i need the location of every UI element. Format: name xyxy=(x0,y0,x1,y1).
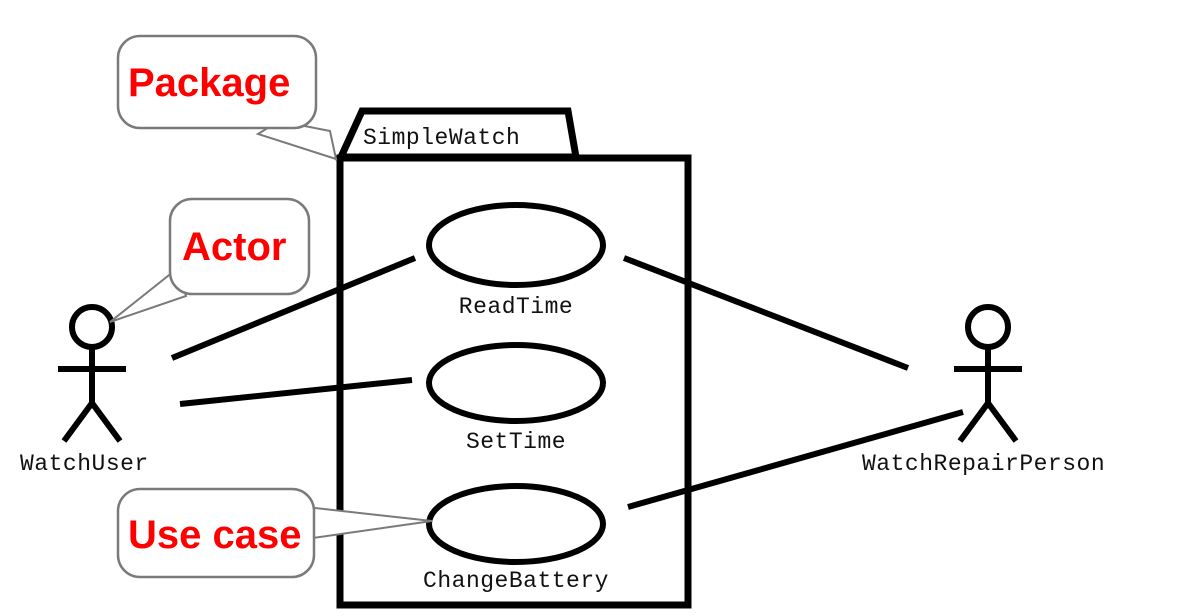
actor-watch-user[interactable]: WatchUser xyxy=(20,304,149,477)
actor-label: WatchRepairPerson xyxy=(862,451,1105,477)
actor-leg-right xyxy=(89,401,123,443)
use-case-change-battery[interactable]: ChangeBattery xyxy=(423,483,609,594)
callout-tail xyxy=(305,505,433,541)
callout-label: Package xyxy=(128,61,290,105)
association-lines xyxy=(170,255,964,510)
actor-leg-left xyxy=(957,401,991,443)
actor-leg-right xyxy=(985,401,1019,443)
use-case-ellipse xyxy=(426,342,606,424)
association-readtime-watchrepairperson[interactable] xyxy=(622,255,910,371)
use-case-set-time[interactable]: SetTime xyxy=(426,342,606,455)
use-case-ellipse xyxy=(426,202,606,288)
callout-label: Use case xyxy=(128,513,301,557)
actor-head xyxy=(965,304,1011,350)
association-watchuser-settime[interactable] xyxy=(179,377,413,407)
package-name-label: SimpleWatch xyxy=(363,125,520,151)
use-case-read-time[interactable]: ReadTime xyxy=(426,202,606,320)
use-case-ellipse xyxy=(426,483,606,565)
callout-package[interactable]: Package xyxy=(116,34,338,161)
callout-actor[interactable]: Actor xyxy=(109,197,311,323)
use-case-label: ChangeBattery xyxy=(423,568,609,594)
actor-head xyxy=(69,304,115,350)
callout-bubble xyxy=(116,487,316,579)
callout-tail xyxy=(255,119,338,161)
package-tab xyxy=(335,107,581,161)
callout-bubble xyxy=(116,34,318,130)
actor-label: WatchUser xyxy=(20,451,149,477)
actor-leg-left xyxy=(61,401,95,443)
actor-watch-repair-person[interactable]: WatchRepairPerson xyxy=(862,304,1105,477)
association-watchuser-readtime[interactable] xyxy=(170,255,417,361)
callout-use-case[interactable]: Use case xyxy=(116,487,433,579)
callout-label: Actor xyxy=(182,225,286,269)
callout-bubble xyxy=(168,197,311,296)
use-case-label: SetTime xyxy=(466,429,566,455)
package-simplewatch[interactable]: SimpleWatch xyxy=(335,107,692,609)
association-changebattery-watchrepairperson[interactable] xyxy=(627,409,964,510)
use-case-label: ReadTime xyxy=(459,294,573,320)
